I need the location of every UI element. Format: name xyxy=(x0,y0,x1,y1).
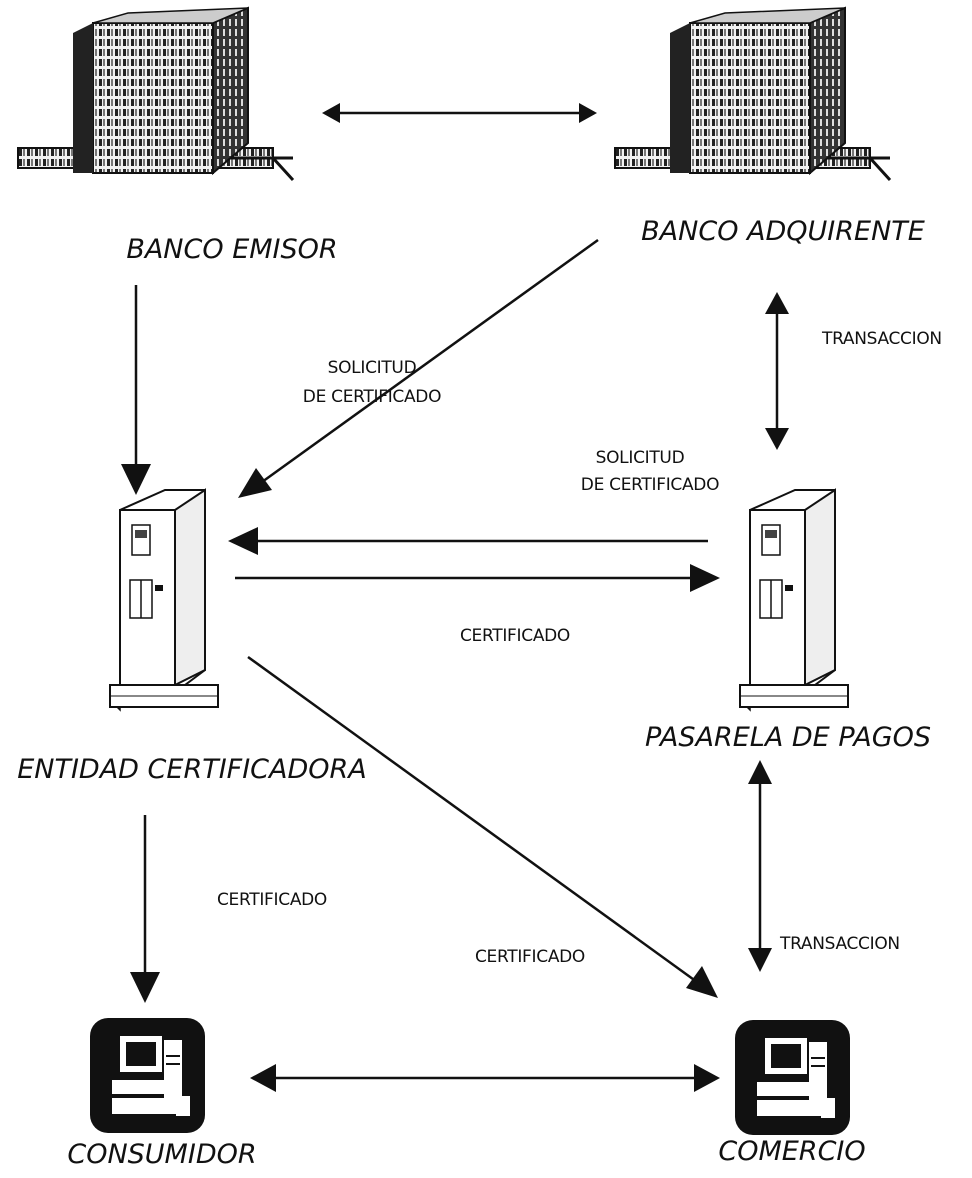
label-transaccion-bottom: TRANSACCION xyxy=(779,934,900,954)
arrowhead xyxy=(748,760,772,784)
server-tower-icon xyxy=(109,489,219,711)
arrowhead xyxy=(748,948,772,972)
node-banco-emisor: BANCO EMISOR xyxy=(126,234,337,265)
label-de-certificado-2: DE CERTIFICADO xyxy=(581,475,719,495)
arrows-layer xyxy=(121,103,789,1092)
arrowhead xyxy=(228,527,258,555)
server-tower-icon xyxy=(739,489,849,711)
node-banco-adquirente: BANCO ADQUIRENTE xyxy=(641,216,925,247)
arrowhead xyxy=(686,966,718,998)
computer-terminal-icon xyxy=(734,1019,851,1136)
label-solicitud-2: SOLICITUD xyxy=(596,448,685,468)
node-comercio: COMERCIO xyxy=(718,1136,865,1167)
label-certificado-diag: CERTIFICADO xyxy=(475,947,585,967)
label-certificado-mid: CERTIFICADO xyxy=(460,626,570,646)
arrow-entidad-to-comercio xyxy=(247,655,698,984)
computer-terminal-icon xyxy=(89,1017,206,1134)
node-consumidor: CONSUMIDOR xyxy=(67,1139,256,1170)
arrowhead xyxy=(121,464,151,495)
arrowhead xyxy=(130,972,160,1003)
arrowhead xyxy=(694,1064,720,1092)
arrowhead xyxy=(238,468,272,498)
arrowhead xyxy=(765,428,789,450)
label-transaccion-top: TRANSACCION xyxy=(821,329,942,349)
bank-building-icon xyxy=(613,6,892,182)
arrowhead xyxy=(765,292,789,314)
label-certificado-left: CERTIFICADO xyxy=(217,890,327,910)
arrowhead xyxy=(250,1064,276,1092)
label-solicitud-1: SOLICITUD xyxy=(328,358,417,378)
node-entidad-certificadora: ENTIDAD CERTIFICADORA xyxy=(17,754,367,785)
bank-building-icon xyxy=(16,6,295,182)
arrowhead xyxy=(322,103,340,123)
label-de-certificado-1: DE CERTIFICADO xyxy=(303,387,441,407)
arrowhead xyxy=(690,564,720,592)
arrowhead xyxy=(579,103,597,123)
node-pasarela-de-pagos: PASARELA DE PAGOS xyxy=(645,722,931,753)
arrow-adquirente-to-entidad xyxy=(261,238,599,484)
